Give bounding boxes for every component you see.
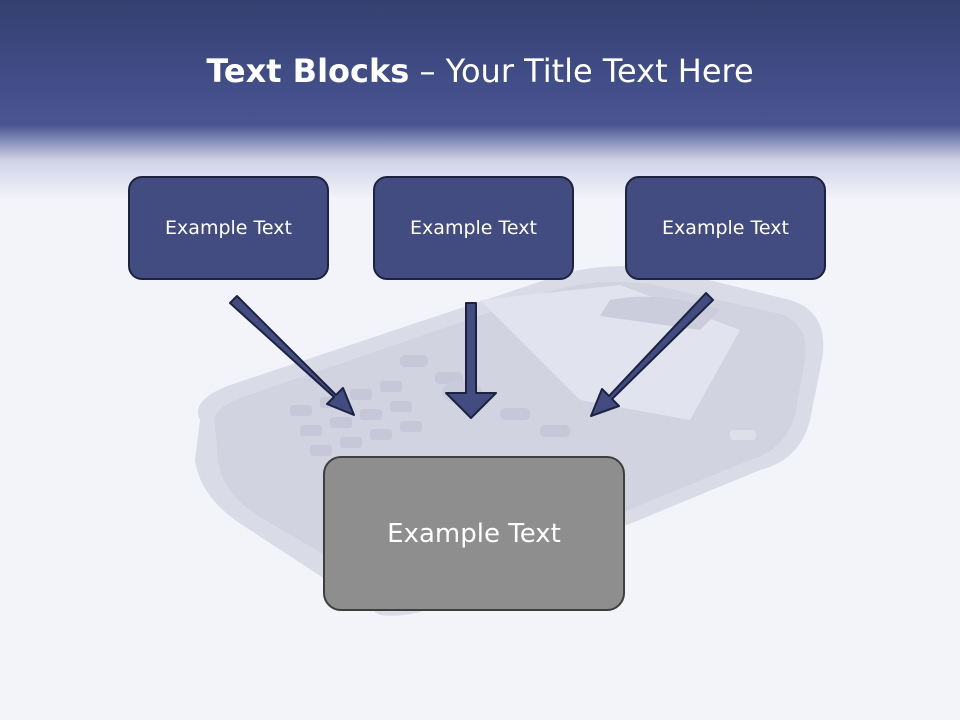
text-block-center-label: Example Text [410,217,537,239]
target-block-label: Example Text [387,518,561,549]
slide-title: Text Blocks – Your Title Text Here [0,52,960,90]
arrow-icon-left [229,295,355,416]
title-bold: Text Blocks [206,52,410,90]
arrow-icon-right [590,292,714,417]
text-block-right[interactable]: Example Text [625,176,826,280]
title-dash: – [409,52,446,90]
text-block-left[interactable]: Example Text [128,176,329,280]
text-block-right-label: Example Text [662,217,789,239]
arrow-icon-center [445,302,497,419]
title-rest: Your Title Text Here [445,52,754,90]
text-block-center[interactable]: Example Text [373,176,574,280]
header-band [0,0,960,200]
text-block-left-label: Example Text [165,217,292,239]
target-block[interactable]: Example Text [323,456,625,611]
